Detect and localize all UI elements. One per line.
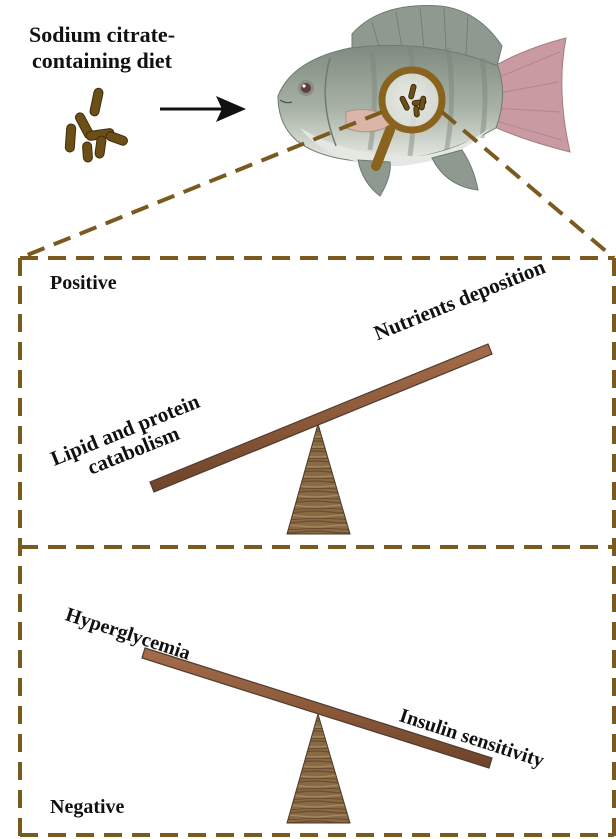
fulcrum-bottom [287,714,350,823]
fulcrum-top [287,424,350,534]
arrow-right-icon [160,96,246,122]
pellet-icon [65,87,129,162]
negative-label: Negative [50,796,124,819]
seesaw-icon [150,344,492,534]
diet-title: Sodium citrate- containing diet [2,22,202,74]
positive-label: Positive [50,272,117,295]
diet-title-line1: Sodium citrate- [2,22,202,48]
diet-title-line2: containing diet [2,48,202,74]
